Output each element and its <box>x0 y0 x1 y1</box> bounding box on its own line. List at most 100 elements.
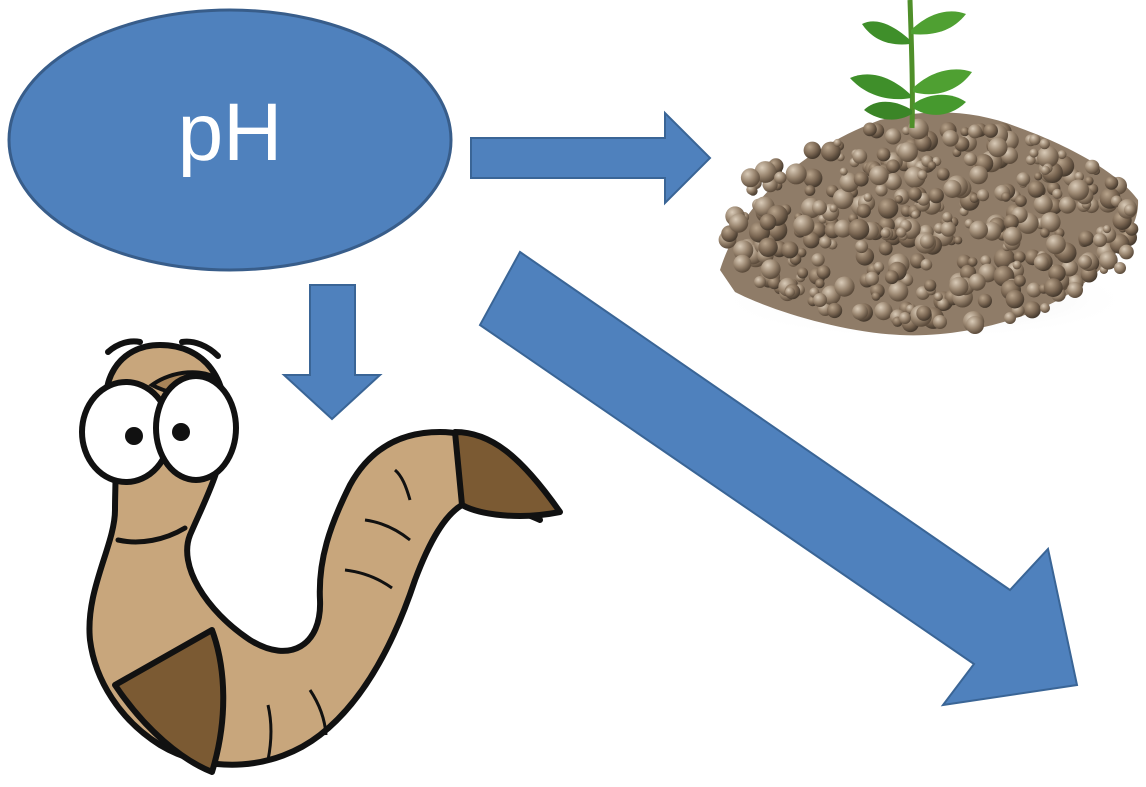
fertilizer-pellet <box>875 184 887 196</box>
fertilizer-pellet <box>949 277 968 296</box>
fertilizer-pellet <box>811 253 824 266</box>
fertilizer-with-plant-image <box>715 0 1138 340</box>
fertilizer-pellet <box>1003 227 1022 246</box>
fertilizer-pellet <box>968 124 982 138</box>
fertilizer-pellet <box>1114 262 1126 274</box>
fertilizer-pellet <box>942 130 959 147</box>
fertilizer-pellet <box>928 161 937 170</box>
fertilizer-pellet <box>819 236 831 248</box>
fertilizer-pellet <box>793 215 814 236</box>
fertilizer-pellet <box>754 276 766 288</box>
fertilizer-pellet <box>966 316 984 334</box>
fertilizer-pellet <box>984 124 998 138</box>
fertilizer-pellet <box>827 303 842 318</box>
fertilizer-pellet <box>872 292 881 301</box>
fertilizer-pellet <box>896 227 906 237</box>
fertilizer-pellet <box>804 142 821 159</box>
fertilizer-pellet <box>916 306 931 321</box>
fertilizer-pellet <box>881 228 891 238</box>
fertilizer-pellet <box>921 259 933 271</box>
fertilizer-pellet <box>863 122 877 136</box>
fertilizer-pellet <box>1034 255 1049 270</box>
fertilizer-pellet <box>1124 204 1136 216</box>
fertilizer-pellet <box>774 172 786 184</box>
fertilizer-pellet <box>1058 150 1067 159</box>
fertilizer-pellet <box>1029 134 1040 145</box>
fertilizer-pellet <box>917 170 927 180</box>
fertilizer-pellet <box>1040 303 1050 313</box>
fertilizer-pellet <box>729 214 748 233</box>
fertilizer-pellet <box>933 315 947 329</box>
fertilizer-pellet <box>741 168 760 187</box>
fertilizer-pellet <box>1103 225 1111 233</box>
seedling-plant <box>850 0 972 128</box>
fertilizer-pellet <box>1028 181 1045 198</box>
fertilizer-pellet <box>1078 231 1094 247</box>
fertilizer-pellet <box>1040 228 1050 238</box>
fertilizer-pellet <box>852 149 867 164</box>
fertilizer-pellet <box>969 166 988 185</box>
fertilizer-pellet <box>805 185 816 196</box>
fertilizer-pellet <box>869 166 889 186</box>
fertilizer-pellet <box>899 312 911 324</box>
fertilizer-pellet <box>855 240 868 253</box>
fertilizer-pellet <box>761 259 781 279</box>
fertilizer-pellet <box>969 221 988 240</box>
fertilizer-pellet <box>786 163 807 184</box>
fertilizer-pellet <box>964 153 977 166</box>
fertilizer-pellet <box>954 236 962 244</box>
arrow-right <box>471 113 710 203</box>
fertilizer-pellet <box>1024 301 1041 318</box>
fertilizer-pellet <box>854 172 869 187</box>
fertilizer-pellet <box>1029 149 1038 158</box>
fertilizer-pellet <box>785 287 795 297</box>
fertilizer-pellet <box>941 221 956 236</box>
fertilizer-pellet <box>1078 255 1092 269</box>
fertilizer-pellet <box>1067 282 1083 298</box>
fertilizer-pellet <box>1046 235 1066 255</box>
fertilizer-pellet <box>834 139 842 147</box>
fertilizer-pellet <box>874 302 892 320</box>
fertilizer-pellet <box>969 274 986 291</box>
fertilizer-pellet <box>840 168 848 176</box>
fertilizer-pellet <box>834 277 854 297</box>
fertilizer-pellet <box>813 293 827 307</box>
fertilizer-pellet <box>1004 312 1016 324</box>
fertilizer-pellet <box>929 188 944 203</box>
fertilizer-pellet <box>864 193 873 202</box>
fertilizer-pellet <box>817 265 831 279</box>
ph-label: pH <box>178 87 283 178</box>
fertilizer-pellet <box>1001 192 1011 202</box>
fertilizer-pellet <box>885 270 899 284</box>
fertilizer-pellet <box>1052 189 1062 199</box>
fertilizer-pellet <box>908 187 922 201</box>
fertilizer-pellet <box>1014 275 1026 287</box>
fertilizer-pellet <box>1085 160 1099 174</box>
fertilizer-pellet <box>943 180 961 198</box>
arrow-down <box>284 285 380 419</box>
fertilizer-pellet <box>920 234 935 249</box>
fertilizer-pellet <box>1034 172 1042 180</box>
fertilizer-pellet <box>848 219 869 240</box>
fertilizer-pellet <box>1068 179 1089 200</box>
fertilizer-pellet <box>733 255 751 273</box>
fertilizer-pellet <box>988 138 1008 158</box>
fertilizer-pellet <box>878 198 898 218</box>
fertilizer-pellet <box>760 214 777 231</box>
fertilizer-pellet <box>781 241 798 258</box>
fertilizer-pellet <box>977 189 989 201</box>
fertilizer-pellet <box>978 294 992 308</box>
fertilizer-pellet <box>1016 172 1030 186</box>
fertilizer-pellet <box>1015 195 1027 207</box>
fertilizer-pellet <box>942 212 952 222</box>
worm-tail-tip <box>455 432 560 516</box>
fertilizer-pellet <box>1041 166 1050 175</box>
fertilizer-pellet <box>874 262 885 273</box>
fertilizer-pellet <box>1119 245 1134 260</box>
fertilizer-pellet <box>885 128 901 144</box>
fertilizer-pellet <box>1006 290 1025 309</box>
fertilizer-pellet <box>898 142 918 162</box>
fertilizer-pellet <box>879 242 893 256</box>
fertilizer-pellet <box>968 257 978 267</box>
